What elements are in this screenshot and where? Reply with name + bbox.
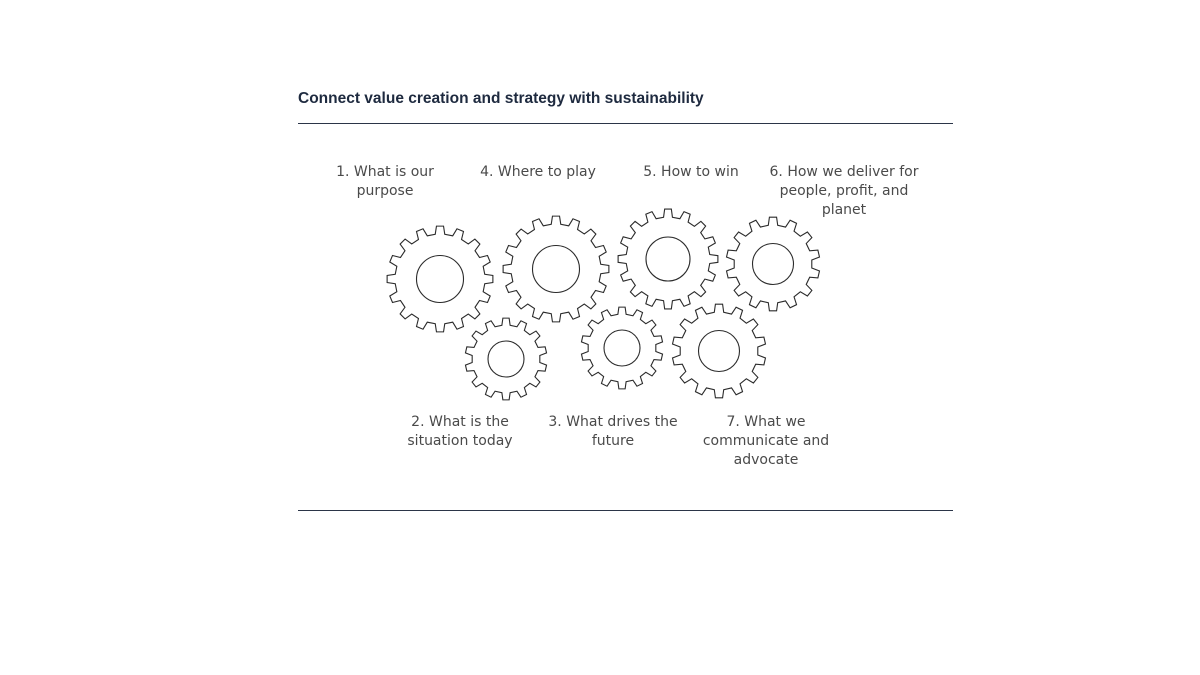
step-label-situation-today: 2. What is the situation today bbox=[407, 414, 513, 449]
gear-drives-future bbox=[580, 306, 664, 390]
step-label-drives-future: 3. What drives the future bbox=[548, 414, 678, 449]
step-label-communicate: 7. What we communicate and advocate bbox=[702, 414, 830, 468]
gear-how-to-win bbox=[617, 208, 719, 310]
gear-deliver bbox=[725, 216, 821, 312]
step-label-deliver: 6. How we deliver for people, profit, an… bbox=[769, 164, 919, 218]
gear-purpose bbox=[386, 225, 494, 333]
gear-where-to-play bbox=[502, 215, 610, 323]
top-divider bbox=[298, 123, 953, 124]
gear-situation-today bbox=[464, 317, 548, 401]
diagram-title: Connect value creation and strategy with… bbox=[298, 90, 704, 107]
step-label-purpose: 1. What is our purpose bbox=[336, 164, 434, 199]
step-label-how-to-win: 5. How to win bbox=[643, 164, 739, 180]
step-label-where-to-play: 4. Where to play bbox=[480, 164, 596, 180]
bottom-divider bbox=[298, 510, 953, 511]
gear-communicate bbox=[671, 303, 767, 399]
